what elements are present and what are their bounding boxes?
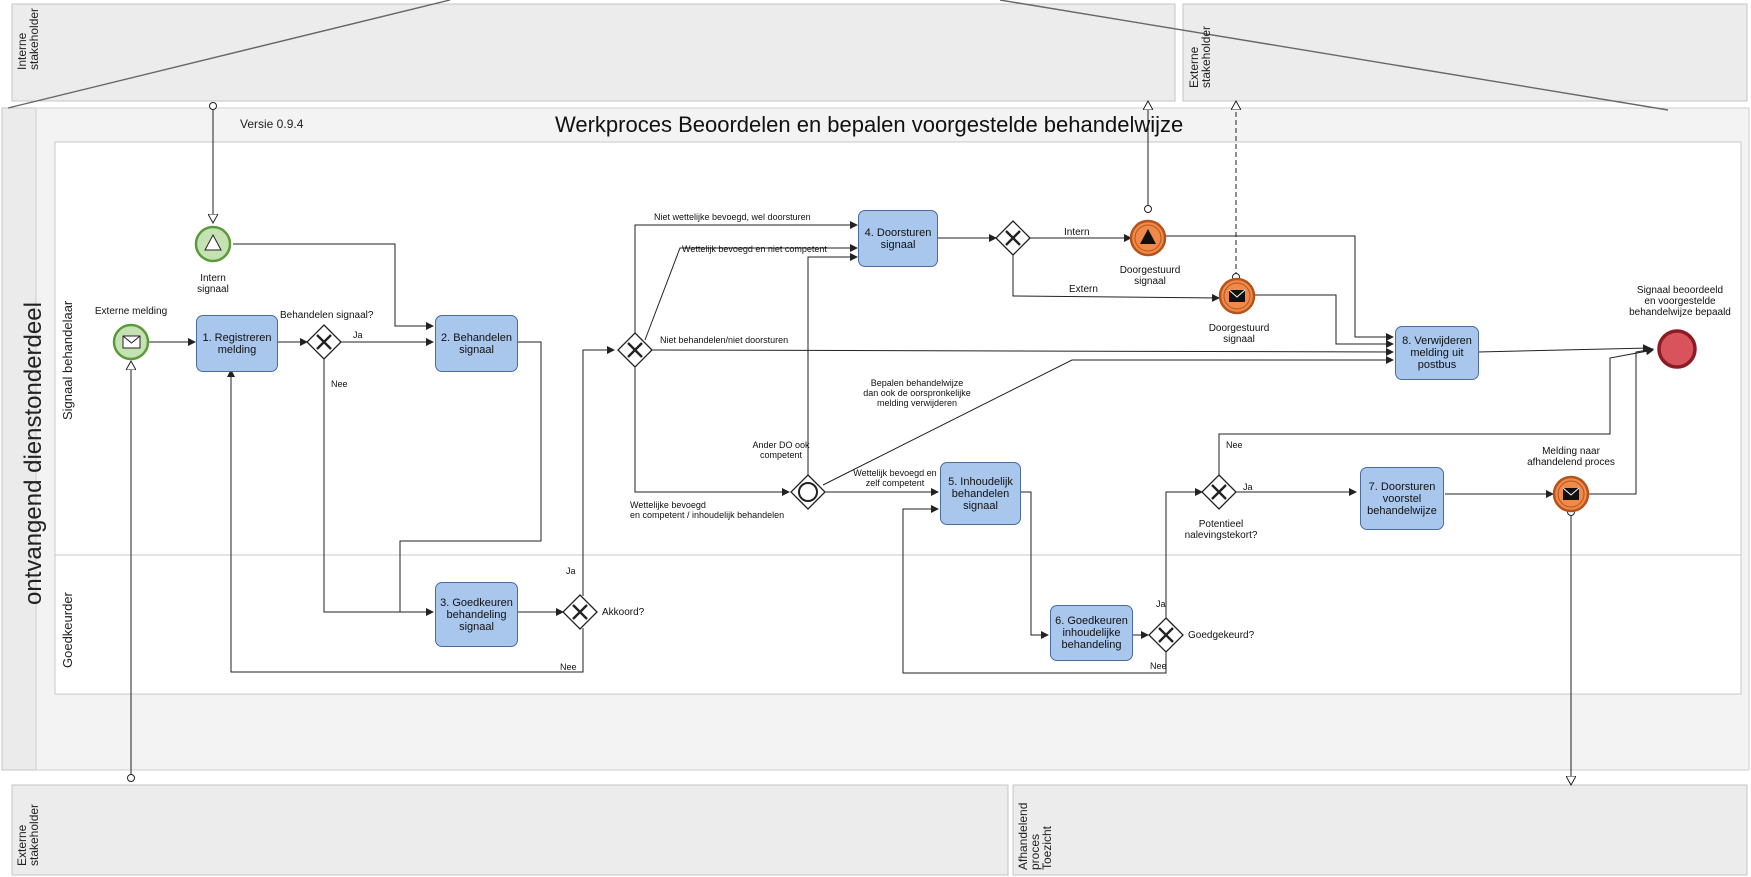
lane-approver	[54, 554, 1742, 695]
gateway-potential-shortfall	[1201, 474, 1237, 510]
pool-internal-stakeholder	[11, 3, 1176, 102]
flow-label: Wettelijk bevoegd en niet competent	[682, 244, 827, 254]
pool-external-stakeholder-bottom	[11, 784, 1009, 876]
flow	[1255, 294, 1394, 348]
task-registreren-melding[interactable]: 1. Registreren melding	[196, 315, 278, 372]
gateway-route	[617, 332, 653, 368]
gateway-treat-signal	[306, 324, 342, 360]
flow-label: Nee	[331, 379, 348, 389]
flow	[651, 347, 1394, 356]
start-event-internal-signal	[194, 225, 232, 263]
version-label: Versie 0.9.4	[240, 117, 304, 131]
lane-label-signal: Signaal behandelaar	[60, 300, 75, 420]
flow-label: Ja	[353, 330, 363, 340]
intermediate-event-message-downstream	[1552, 475, 1590, 513]
start-event-external-message	[112, 323, 150, 361]
intermediate-event-signal-forwarded	[1129, 219, 1167, 257]
flow	[1165, 488, 1203, 618]
gateway-forward-direction	[995, 220, 1031, 256]
flow	[1019, 491, 1049, 639]
task-goedkeuren-inhoudelijk[interactable]: 6. Goedkeuren inhoudelijke behandeling	[1050, 605, 1133, 661]
flow-label: Ja	[1243, 482, 1253, 492]
flow	[582, 346, 615, 596]
task-goedkeuren-behandeling[interactable]: 3. Goedkeuren behandeling signaal	[435, 582, 518, 647]
gateway-approved	[1148, 617, 1184, 653]
gateway-label: Goedgekeurd?	[1188, 630, 1255, 641]
flow	[1218, 347, 1654, 475]
pool-downstream-process	[1012, 784, 1748, 876]
pool-label: ontvangend dienstonderdeel	[20, 302, 47, 605]
flow	[1588, 346, 1654, 495]
flow	[399, 341, 542, 613]
flow	[634, 367, 790, 496]
task-inhoudelijk-behandelen[interactable]: 5. Inhoudelijk behandelen signaal	[940, 462, 1021, 525]
flow	[807, 253, 858, 476]
task-behandelen-signaal[interactable]: 2. Behandelen signaal	[435, 315, 518, 372]
flow	[822, 356, 1394, 486]
flow	[634, 221, 858, 333]
flow-label: Niet behandelen/niet doorsturen	[660, 335, 789, 345]
flow	[1477, 344, 1651, 353]
task-verwijderen-melding[interactable]: 8. Verwijderen melding uit postbus	[1395, 326, 1479, 380]
flow-label: Nee	[1226, 440, 1243, 450]
intermediate-event-message-forwarded	[1218, 277, 1256, 315]
flow-label: Nee	[560, 662, 577, 672]
lane-label-approver: Goedkeurder	[60, 592, 75, 668]
task-doorsturen-voorstel[interactable]: 7. Doorsturen voorstel behandelwijze	[1360, 467, 1444, 530]
gateway-event-based	[790, 474, 826, 510]
gateway-agree	[562, 594, 598, 630]
flow	[227, 369, 584, 673]
flow	[1012, 255, 1220, 302]
task-doorsturen-signaal[interactable]: 4. Doorsturen signaal	[858, 210, 938, 267]
pool-external-stakeholder-top	[1182, 3, 1748, 102]
flow-label: Niet wettelijke bevoegd, wel doorsturen	[654, 212, 811, 222]
flow-label: Intern	[1064, 227, 1090, 238]
gateway-label: Behandelen signaal?	[280, 310, 374, 321]
flow-label: Ja	[566, 566, 576, 576]
flow	[233, 243, 434, 330]
flow-label: Extern	[1069, 284, 1098, 295]
event-label: Externe melding	[94, 306, 168, 317]
decor-line	[999, 0, 1669, 111]
flow	[323, 359, 434, 616]
gateway-label: Akkoord?	[602, 607, 645, 618]
flow	[644, 244, 858, 341]
diagram-title: Werkproces Beoordelen en bepalen voorges…	[555, 112, 1184, 137]
flow-label: Nee	[1150, 661, 1167, 671]
flow	[1165, 235, 1394, 341]
end-event	[1657, 329, 1697, 369]
decor-line	[7, 0, 451, 109]
flow-label: Ja	[1156, 599, 1166, 609]
lane-signal	[54, 141, 1742, 556]
flow	[902, 505, 1167, 674]
